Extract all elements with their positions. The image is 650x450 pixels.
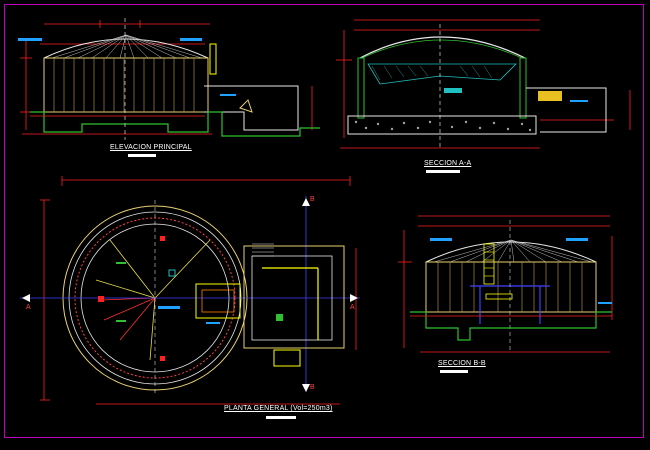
section-bb-dimensions bbox=[398, 215, 613, 353]
plan-scale-bar bbox=[266, 416, 296, 419]
elevation-scale-bar bbox=[128, 154, 156, 157]
plan-section-arrows bbox=[22, 198, 358, 392]
plan-marker-a-left: A bbox=[26, 304, 31, 311]
elevation-foundation bbox=[30, 111, 320, 137]
plan-meter-box bbox=[273, 349, 301, 367]
elevation-dimensions bbox=[20, 20, 313, 135]
section-aa-view bbox=[336, 19, 631, 150]
section-bb-title: SECCION B-B bbox=[438, 360, 486, 367]
elevation-annex bbox=[204, 85, 299, 131]
elevation-wall bbox=[43, 57, 209, 113]
section-aa-right-wall bbox=[519, 57, 527, 119]
section-aa-level-tag bbox=[444, 88, 462, 93]
section-aa-dome-inner bbox=[361, 39, 523, 59]
plan-dimensions bbox=[40, 176, 357, 405]
elevation-annex-valve bbox=[239, 99, 253, 113]
plan-valve-box-inner bbox=[201, 289, 235, 313]
section-aa-tag bbox=[570, 100, 588, 102]
plan-radial-lines bbox=[95, 239, 211, 361]
plan-radial-red bbox=[99, 297, 156, 341]
section-bb-view bbox=[398, 215, 613, 353]
elevation-view bbox=[18, 18, 320, 140]
elevation-dome bbox=[43, 38, 209, 59]
section-aa-water-hatch bbox=[371, 65, 493, 81]
plan-view bbox=[20, 176, 360, 405]
plan-tags bbox=[98, 236, 220, 361]
section-aa-gravel bbox=[354, 120, 532, 132]
section-bb-valve bbox=[485, 293, 513, 300]
section-aa-dimensions bbox=[336, 19, 631, 149]
plan-annex-outer bbox=[243, 245, 345, 349]
section-aa-water bbox=[367, 63, 517, 85]
plan-valve-box bbox=[195, 283, 241, 319]
section-aa-scale-bar bbox=[426, 170, 460, 173]
section-aa-equipment bbox=[538, 91, 562, 101]
elevation-vent-pipe bbox=[209, 43, 217, 75]
section-bb-tags bbox=[430, 238, 612, 304]
plan-green-valve bbox=[276, 314, 283, 321]
section-bb-scale-bar bbox=[440, 370, 468, 373]
plan-title: PLANTA GENERAL (Vol=250m3) bbox=[224, 405, 333, 412]
section-bb-ladder-rungs bbox=[484, 251, 494, 277]
section-aa-dome bbox=[359, 36, 526, 59]
section-bb-foundation bbox=[410, 311, 612, 341]
plan-stairs bbox=[252, 243, 274, 257]
section-bb-wall-panels bbox=[437, 262, 583, 312]
elevation-title: ELEVACION PRINCIPAL bbox=[110, 144, 192, 151]
section-aa-left-wall bbox=[357, 57, 365, 119]
elevation-tags bbox=[18, 38, 236, 96]
plan-marker-b-bottom: B bbox=[310, 384, 315, 391]
section-aa-title: SECCION A-A bbox=[424, 160, 472, 167]
plan-annex-inner bbox=[251, 255, 333, 341]
section-bb-dome-ribs bbox=[433, 239, 593, 263]
drawing-frame bbox=[4, 4, 644, 438]
section-bb-dome bbox=[425, 241, 597, 263]
elevation-wall-panels bbox=[53, 58, 195, 112]
section-bb-ladder bbox=[483, 243, 495, 285]
plan-marker-b-top: B bbox=[310, 196, 315, 203]
elevation-dome-ribs bbox=[51, 34, 203, 59]
section-aa-slab bbox=[347, 115, 537, 135]
section-bb-wall bbox=[425, 261, 597, 313]
plan-marker-a-right: A bbox=[350, 304, 355, 311]
section-aa-chamber bbox=[526, 87, 607, 133]
